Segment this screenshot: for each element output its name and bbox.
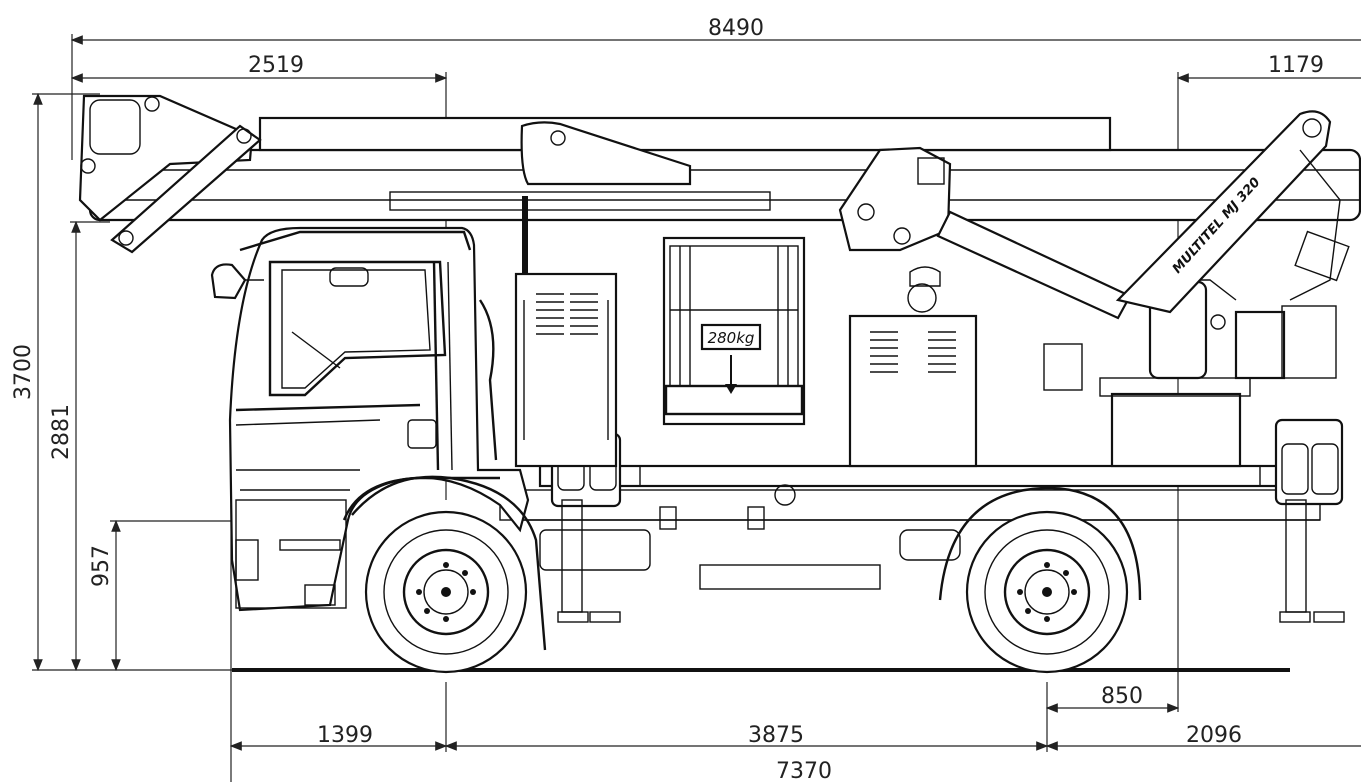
dim-deck-height: 957 [89,545,114,587]
work-basket: 280kg [662,236,806,426]
down-arrow-icon [725,384,737,394]
dimension-labels: 8490 2519 1179 3700 2881 957 1399 3875 2… [11,16,1324,782]
load-plate [700,323,762,351]
front-wheel [364,510,528,674]
front-toolbox [514,272,618,468]
dim-total-height: 3700 [11,344,36,400]
dim-front-overhang-boom: 2519 [248,53,304,78]
dim-rear-boom-overhang: 1179 [1268,53,1324,78]
dim-front-axle-offset: 1399 [317,723,373,748]
load-label: 280kg [708,329,755,347]
front-fender [351,475,547,651]
rear-toolbox [848,314,978,468]
boom-arm: MULTITEL MJ 320 [78,94,1361,320]
truck-cab [210,226,530,612]
dim-boom-height: 2881 [49,404,74,460]
rear-fender [938,486,1142,601]
rear-outrigger [1274,418,1345,623]
dim-overall-length: 8490 [708,16,764,41]
dim-rear-overhang: 2096 [1186,723,1242,748]
rear-wheel [965,510,1129,674]
dim-vehicle-length: 7370 [776,759,832,782]
dim-wheelbase: 3875 [748,723,804,748]
dim-rear-axle-to-turret: 850 [1101,684,1143,709]
chassis [499,464,1322,590]
